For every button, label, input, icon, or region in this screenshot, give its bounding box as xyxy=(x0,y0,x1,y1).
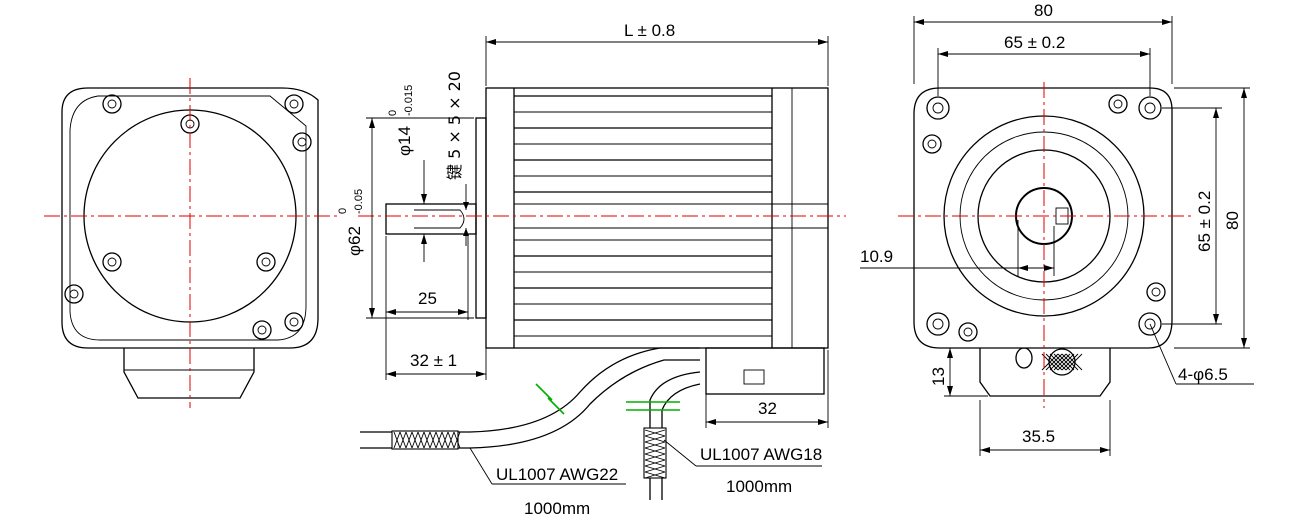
screw-icon xyxy=(1108,94,1128,114)
rear-connector xyxy=(123,348,255,399)
mount-holes xyxy=(922,94,1166,342)
front-view xyxy=(898,82,1194,408)
braid-line xyxy=(644,471,666,479)
braid-line xyxy=(435,431,443,449)
screw-icon xyxy=(284,94,304,114)
braid-line xyxy=(644,429,666,437)
screw-icon xyxy=(1146,282,1166,302)
braid-line xyxy=(393,431,401,449)
flange-pilot xyxy=(475,117,487,319)
screw-icon xyxy=(252,320,272,340)
braid-line xyxy=(644,447,666,455)
signal-cable xyxy=(643,371,701,500)
hatch-line xyxy=(1057,353,1075,371)
cooling-fins xyxy=(514,95,828,337)
dimension-labels: L ± 0.8 80 65 ± 0.2 65 ± 0.2 80 φ62 0 -0… xyxy=(337,1,1242,518)
connector-height-label: 13 xyxy=(929,367,948,386)
braid-pattern xyxy=(644,429,666,479)
length-label: L ± 0.8 xyxy=(624,21,675,40)
pilot-tol-upper: 0 xyxy=(337,208,349,214)
braid-line xyxy=(644,465,666,473)
braid-line xyxy=(429,431,437,449)
mount-hole-icon xyxy=(1138,96,1162,120)
side-connector xyxy=(705,347,825,395)
connector-latch xyxy=(743,369,765,385)
front-flange-outline xyxy=(913,87,1173,349)
shaft-dia-label: φ14 xyxy=(395,126,414,156)
hatch-line xyxy=(1041,353,1059,371)
ferrite-marks xyxy=(535,383,680,415)
hatch-line xyxy=(1045,353,1063,371)
braid-line xyxy=(441,431,449,449)
connector-width-label: 35.5 xyxy=(1022,427,1055,446)
dimension-lines xyxy=(366,16,1254,485)
mount-hole-icon xyxy=(1138,312,1162,336)
braid-line xyxy=(447,431,455,449)
power-cable xyxy=(360,347,700,450)
signal-cable-length: 1000mm xyxy=(726,477,792,496)
braid-line xyxy=(644,441,666,449)
motor-body xyxy=(485,87,829,349)
braid-pattern xyxy=(393,431,461,449)
key-length-label: 25 xyxy=(418,289,437,308)
shaft xyxy=(385,203,477,235)
braid-line xyxy=(644,459,666,467)
side-view xyxy=(358,87,846,500)
rear-view xyxy=(44,78,340,408)
front-connector xyxy=(979,348,1111,397)
braid-line xyxy=(644,435,666,443)
width-label: 80 xyxy=(1034,1,1053,20)
screw-icon xyxy=(292,132,312,152)
screw-icon xyxy=(284,312,304,332)
rear-flange-outline xyxy=(61,87,319,349)
braid-line xyxy=(453,431,461,449)
mount-hole-icon xyxy=(926,96,950,120)
cable-braid xyxy=(391,430,459,450)
screw-icon xyxy=(958,322,978,342)
connector-length-label: 32 xyxy=(758,399,777,418)
braid-line xyxy=(405,431,413,449)
shaft-length-label: 32 ± 1 xyxy=(410,351,457,370)
mount-hole-icon xyxy=(926,312,950,336)
braid-line xyxy=(411,431,419,449)
braid-line xyxy=(399,431,407,449)
bolt-spacing-top-label: 65 ± 0.2 xyxy=(1004,33,1065,52)
plug-hatch xyxy=(1041,353,1083,371)
screw-icon xyxy=(102,252,122,272)
power-cable-length: 1000mm xyxy=(524,499,590,518)
screw-icon xyxy=(102,94,122,114)
connector-plug xyxy=(1048,348,1076,376)
shaft-tol-lower: -0.015 xyxy=(403,85,415,116)
braid-line xyxy=(423,431,431,449)
connector-pin xyxy=(1015,347,1033,369)
hatch-line xyxy=(1053,353,1071,371)
shaft-key xyxy=(414,209,465,229)
hatch-line xyxy=(1061,353,1079,371)
pilot-tol-lower: -0.05 xyxy=(353,189,365,214)
braid-line xyxy=(644,453,666,461)
hatch-line xyxy=(1065,353,1083,371)
pilot-dia-label: φ62 xyxy=(345,226,364,256)
signal-cable-type: UL1007 AWG18 xyxy=(700,445,822,464)
height-label: 80 xyxy=(1223,211,1242,230)
key-height-label: 10.9 xyxy=(860,247,893,266)
hatch-line xyxy=(1049,353,1067,371)
rear-screws xyxy=(64,94,312,340)
holes-label: 4-φ6.5 xyxy=(1178,365,1228,384)
screw-icon xyxy=(256,252,276,272)
key-label: 键 5 × 5 × 20 xyxy=(445,71,464,180)
power-cable-type: UL1007 AWG22 xyxy=(496,465,618,484)
shaft-tol-upper: 0 xyxy=(387,110,399,116)
braid-line xyxy=(417,431,425,449)
screw-icon xyxy=(922,134,942,154)
bolt-spacing-side-label: 65 ± 0.2 xyxy=(1195,191,1214,252)
screw-icon xyxy=(64,284,84,304)
